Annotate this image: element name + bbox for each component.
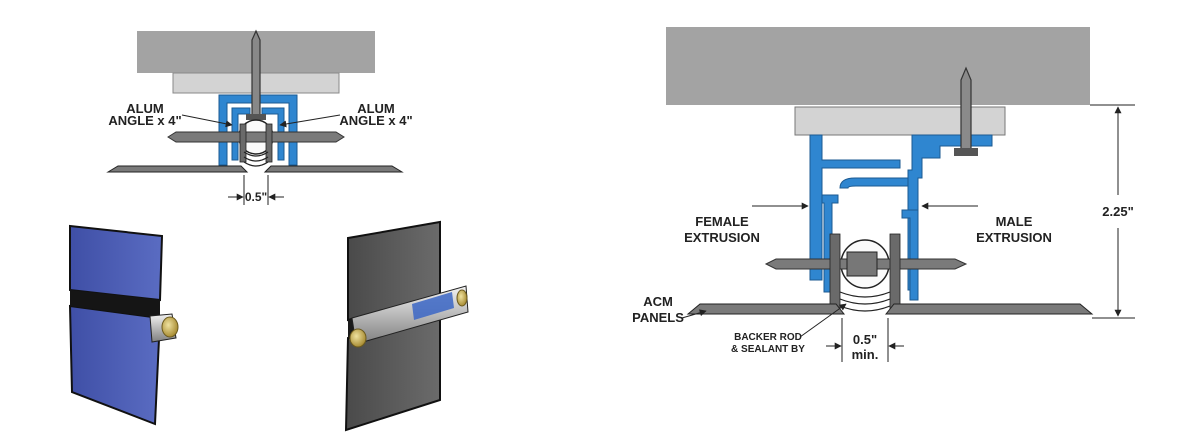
acm-panel-right-right: [884, 303, 1094, 315]
fastener-right-head: [954, 148, 978, 156]
blue-panel-lower: [68, 304, 162, 426]
panel-3d-dark: [344, 220, 469, 432]
leader-right: [279, 114, 341, 128]
bar-center-block: [846, 251, 878, 277]
acm-panel-left: [106, 165, 249, 173]
male-lower-leg: [901, 209, 919, 301]
acm-label-2: PANELS: [632, 310, 684, 325]
angle-vertical-right: [265, 123, 273, 163]
alum-angle-left-label-1: ALUM: [126, 101, 164, 116]
sealant: [243, 151, 269, 167]
substrate-block-right: [666, 27, 1090, 105]
alum-angle-bar: [167, 131, 345, 143]
dark-sealant-end-far: [456, 289, 468, 307]
female-label-1: FEMALE: [695, 214, 749, 229]
blue-panel-upper: [69, 224, 164, 302]
gap-text-line2: min.: [852, 347, 879, 362]
backer-leader: [799, 303, 847, 338]
backer-label-1: BACKER ROD: [734, 332, 802, 343]
blue-sealant-end: [161, 316, 179, 338]
backing-plate-right: [794, 106, 1006, 136]
alum-angle-right-label-2: ANGLE x 4": [339, 113, 412, 128]
blue-panel-gap: [70, 290, 160, 318]
dark-extrusion-blue-core: [412, 292, 454, 320]
male-label-1: MALE: [996, 214, 1033, 229]
panel-3d-blue: [68, 224, 179, 426]
angle-vert-right-right: [889, 233, 901, 311]
gap-text-line1: 0.5": [853, 332, 877, 347]
acm-panel-left-right: [686, 303, 846, 315]
dark-sealant-end: [349, 328, 367, 348]
alum-angle-right-label-1: ALUM: [357, 101, 395, 116]
sealant-right: [839, 291, 891, 312]
left-joint-section: 0.5" ALUM ANGLE x 4" ALUM ANGLE x 4": [106, 29, 413, 205]
angle-vertical-left: [239, 123, 247, 163]
backer-label-2: & SEALANT BY: [731, 344, 805, 355]
alum-angle-left-label-2: ANGLE x 4": [108, 113, 181, 128]
female-label-2: EXTRUSION: [684, 230, 760, 245]
alum-extrusion: [218, 94, 298, 166]
acm-label-1: ACM: [643, 294, 673, 309]
fastener-right: [960, 66, 972, 151]
right-joint-section: 2.25" 0.5" min. FEMALE EXTRUSION MALE EX…: [632, 27, 1135, 362]
height-dim-text: 2.25": [1102, 204, 1133, 219]
acm-panel-right: [263, 165, 404, 173]
gap-dim-text: 0.5": [245, 190, 267, 204]
leader-left: [181, 114, 233, 128]
acm-leader: [681, 309, 707, 319]
angle-vert-left-right: [829, 233, 841, 311]
male-label-2: EXTRUSION: [976, 230, 1052, 245]
fastener: [251, 29, 261, 119]
fastener-head: [246, 114, 266, 120]
